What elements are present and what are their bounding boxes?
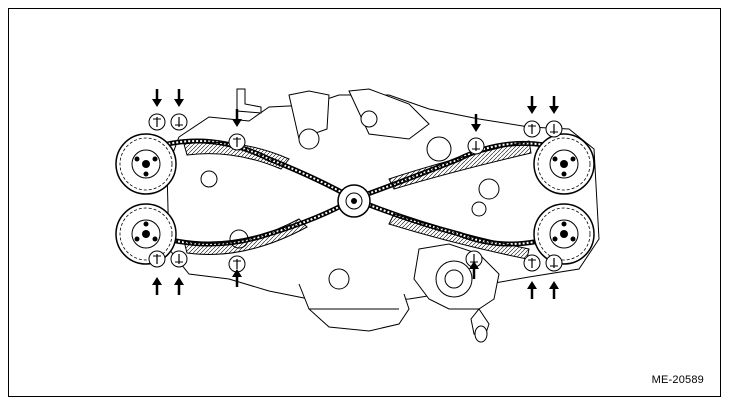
timing-mark-icon [545,254,563,272]
figure-id-label: ME-20589 [651,374,704,386]
arrow-up-icon [174,277,184,295]
cam-sprocket-left-upper [115,133,177,195]
arrow-up-icon [469,261,479,279]
arrow-down-icon [527,96,537,114]
timing-mark-icon [170,250,188,268]
arrow-up-icon [527,281,537,299]
cam-sprocket-right-upper [533,133,595,195]
arrow-down-icon [232,109,242,127]
arrow-up-icon [232,269,242,287]
crank-sprocket [337,184,371,218]
timing-mark-icon [148,113,166,131]
timing-mark-icon [545,120,563,138]
timing-arrows [152,89,559,299]
timing-mark-icon [228,133,246,151]
arrow-up-icon [549,281,559,299]
arrow-up-icon [152,277,162,295]
timing-mark-icon [523,120,541,138]
timing-mark-icon [467,137,485,155]
arrow-down-icon [471,114,481,132]
timing-mark-icon [523,254,541,272]
arrow-down-icon [549,96,559,114]
timing-marks [148,113,563,273]
chain-guides [183,140,532,260]
cam-sprocket-right-lower [533,203,595,265]
timing-mark-icon [148,250,166,268]
engine-timing-diagram [115,88,600,343]
timing-mark-icon [170,113,188,131]
cam-sprocket-left-lower [115,203,177,265]
diagram-frame: ME-20589 [8,8,721,397]
timing-mark-icon [228,255,246,273]
arrow-down-icon [152,89,162,107]
arrow-down-icon [174,89,184,107]
